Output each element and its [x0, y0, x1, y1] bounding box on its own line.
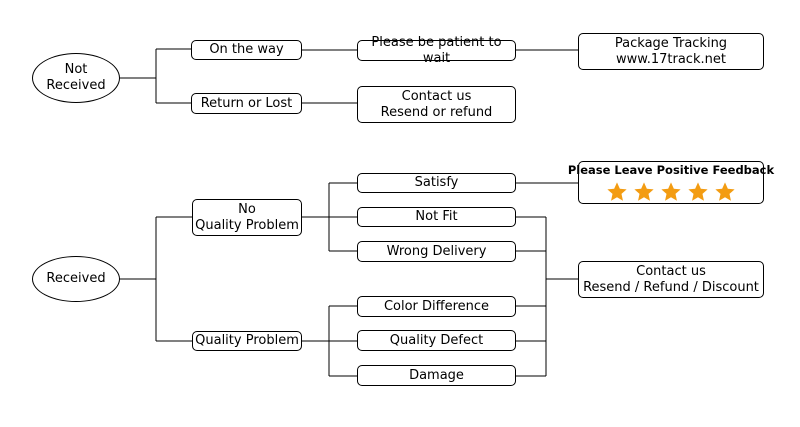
contact-us-label-2: Contact us [636, 263, 706, 279]
on-the-way-node: On the way [191, 40, 302, 60]
wrong-delivery-label: Wrong Delivery [386, 243, 487, 259]
received-label: Received [46, 271, 106, 286]
positive-feedback-label: Please Leave Positive Feedback [567, 163, 775, 177]
connector-noquality-to-items [302, 182, 357, 252]
contact-resend-refund-discount-node: Contact us Resend / Refund / Discount [578, 261, 764, 298]
color-difference-node: Color Difference [357, 296, 516, 317]
package-tracking-node: Package Tracking www.17track.net [578, 33, 764, 70]
connector-group [119, 48, 578, 377]
received-node: Received [32, 256, 120, 302]
resend-refund-discount-label: Resend / Refund / Discount [583, 279, 759, 295]
not-received-line-1: Not [64, 62, 88, 77]
satisfy-label: Satisfy [414, 175, 459, 190]
connector-received-to-branches [119, 216, 192, 342]
color-difference-label: Color Difference [383, 298, 490, 314]
no-quality-problem-line-2: Quality Problem [195, 217, 299, 233]
return-or-lost-label: Return or Lost [200, 95, 293, 111]
wrong-delivery-node: Wrong Delivery [357, 241, 516, 262]
on-the-way-label: On the way [209, 42, 284, 57]
not-received-line-2: Received [46, 78, 106, 93]
not-received-node: Not Received [32, 53, 120, 103]
damage-node: Damage [357, 365, 516, 386]
star-icon [634, 182, 654, 201]
connector-items-to-contact [516, 216, 578, 377]
rating-stars [606, 181, 736, 203]
be-patient-node: Please be patient to wait [357, 35, 516, 66]
positive-feedback-node: Please Leave Positive Feedback [568, 161, 774, 204]
star-icon [661, 182, 681, 201]
star-icon [607, 182, 627, 201]
resend-or-refund-label: Resend or refund [380, 104, 493, 120]
quality-problem-node: Quality Problem [192, 331, 302, 351]
no-quality-problem-line-1: No [238, 201, 256, 217]
be-patient-label: Please be patient to wait [371, 34, 502, 66]
damage-label: Damage [409, 367, 464, 383]
quality-defect-node: Quality Defect [357, 330, 516, 351]
contact-us-label: Contact us [401, 88, 472, 104]
tracking-url-label: www.17track.net [616, 51, 726, 67]
not-fit-label: Not Fit [415, 209, 458, 224]
no-quality-problem-node: No Quality Problem [192, 199, 302, 236]
return-or-lost-node: Return or Lost [191, 93, 302, 114]
package-tracking-label: Package Tracking [614, 35, 728, 51]
star-icon [688, 182, 708, 201]
connector-quality-to-items [302, 305, 357, 377]
contact-resend-refund-node: Contact us Resend or refund [357, 86, 516, 123]
connector-root-to-branches [119, 48, 191, 104]
quality-problem-label: Quality Problem [195, 333, 299, 348]
quality-defect-label: Quality Defect [389, 332, 484, 348]
not-fit-node: Not Fit [357, 207, 516, 227]
satisfy-node: Satisfy [357, 173, 516, 193]
star-icon [715, 182, 735, 201]
